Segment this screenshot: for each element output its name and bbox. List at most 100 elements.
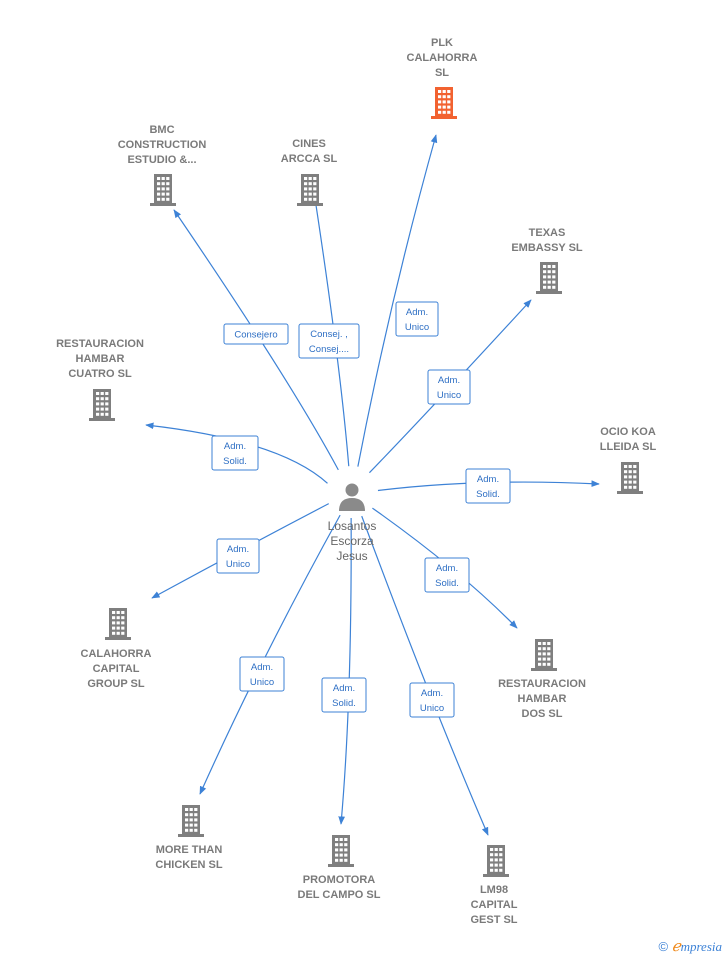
edge-chicken: Adm. Unico <box>199 514 341 795</box>
company-node-rest2[interactable]: RESTAURACION HAMBAR DOS SL <box>498 639 586 720</box>
brand-watermark: © ℯmpresia <box>658 937 722 956</box>
company-node-plk[interactable]: PLK CALAHORRA SL <box>407 37 478 119</box>
company-label: GROUP SL <box>87 678 145 690</box>
edge-rest4: Adm.Solid. <box>145 422 328 484</box>
edge-cines: Consej. , Consej.... <box>298 178 360 467</box>
company-label: RESTAURACION <box>498 678 586 690</box>
company-label: BMC <box>149 124 174 136</box>
edge-label[interactable]: Consej. , Consej.... <box>298 323 360 359</box>
edge-label-text: Adm. <box>438 375 460 386</box>
edge-label[interactable]: Adm.Unico <box>395 301 439 337</box>
company-node-cines[interactable]: CINES ARCCA SL <box>281 138 338 206</box>
edge-label[interactable]: Adm. Unico <box>409 682 455 718</box>
edge-label-text: Unico <box>420 703 444 714</box>
edge-label-text: Adm. <box>251 662 273 673</box>
company-label: CALAHORRA <box>81 648 152 660</box>
company-label: CALAHORRA <box>407 52 478 64</box>
company-label: DOS SL <box>522 708 563 720</box>
person-name: Losantos <box>328 519 377 533</box>
company-node-chicken[interactable]: MORE THAN CHICKEN SL <box>155 805 223 871</box>
edge-label[interactable]: Adm.Unico <box>216 538 260 574</box>
edge-label-box <box>465 468 511 504</box>
company-label: GEST SL <box>470 914 517 926</box>
edge-label-text: Solid. <box>435 578 459 589</box>
building-icon <box>328 835 354 867</box>
company-label: CHICKEN SL <box>155 859 223 871</box>
brand-logo-text: mpresia <box>680 939 722 954</box>
company-label: MORE THAN <box>156 844 223 856</box>
edge-line <box>338 517 352 825</box>
company-node-texas[interactable]: TEXAS EMBASSY SL <box>511 227 583 294</box>
edge-label-text: Adm. <box>224 441 246 452</box>
company-label: CAPITAL <box>93 663 140 675</box>
company-label: CONSTRUCTION <box>118 139 207 151</box>
building-icon <box>483 845 509 877</box>
building-icon <box>89 389 115 421</box>
edge-label[interactable]: Adm.Solid. <box>211 435 259 471</box>
edge-line <box>357 134 438 467</box>
company-label: HAMBAR <box>76 353 125 365</box>
edge-promotora: Adm. Solid. <box>321 517 367 825</box>
building-icon <box>536 262 562 294</box>
edge-label[interactable]: Adm. Solid. <box>321 677 367 713</box>
edge-label[interactable]: Adm. Unico <box>427 369 471 405</box>
edge-line <box>309 178 350 467</box>
edge-line <box>173 209 339 471</box>
company-label: SL <box>435 67 449 79</box>
edge-label-box <box>427 369 471 405</box>
edge-bmc: Consejero <box>173 209 339 471</box>
company-label: LLEIDA SL <box>600 441 657 453</box>
company-label: CINES <box>292 138 326 150</box>
edge-label-text: Unico <box>437 390 461 401</box>
edge-label-box <box>424 557 470 593</box>
edge-label-text: Solid. <box>476 489 500 500</box>
building-icon <box>150 174 176 206</box>
edge-texas: Adm. Unico <box>369 299 532 474</box>
company-label: PLK <box>431 37 453 49</box>
company-label: OCIO KOA <box>600 426 656 438</box>
edge-label-text: Unico <box>226 559 250 570</box>
person-name: Jesus <box>336 549 367 563</box>
edge-label-box <box>216 538 260 574</box>
person-icon <box>339 483 365 511</box>
edge-label[interactable]: Consejero <box>223 323 289 345</box>
company-label: CUATRO SL <box>68 368 132 380</box>
edge-ocio: Adm. Solid. <box>377 468 600 504</box>
building-icon <box>105 608 131 640</box>
edge-label-box <box>409 682 455 718</box>
company-node-ocio[interactable]: OCIO KOA LLEIDA SL <box>600 426 657 494</box>
company-label: ARCCA SL <box>281 153 338 165</box>
edge-label[interactable]: Adm. Unico <box>239 656 285 692</box>
edge-label-box <box>395 301 439 337</box>
building-icon <box>297 174 323 206</box>
nodes-layer: PLK CALAHORRA SL BMC CONSTRUCTION ESTUDIO &..… <box>56 37 656 926</box>
copyright-symbol: © <box>658 939 669 954</box>
edge-label-text: Consej. , <box>310 329 348 340</box>
edge-label[interactable]: Adm. Solid. <box>465 468 511 504</box>
edge-label-text: Adm. <box>421 688 443 699</box>
edge-label-text: Adm. <box>436 563 458 574</box>
company-label: EMBASSY SL <box>511 242 583 254</box>
company-label: HAMBAR <box>518 693 567 705</box>
edge-rest2: Adm. Solid. <box>372 507 518 629</box>
edge-label-text: Consej.... <box>309 344 349 355</box>
edge-label-text: Unico <box>250 677 274 688</box>
edge-label-box <box>298 323 360 359</box>
edge-label-text: Adm. <box>477 474 499 485</box>
edge-label-text: Solid. <box>332 698 356 709</box>
edge-label-box <box>211 435 259 471</box>
company-node-calahorra[interactable]: CALAHORRA CAPITAL GROUP SL <box>81 608 152 690</box>
edge-label[interactable]: Adm. Solid. <box>424 557 470 593</box>
edge-label-text: Consejero <box>234 330 277 341</box>
company-node-bmc[interactable]: BMC CONSTRUCTION ESTUDIO &... <box>118 124 207 206</box>
building-icon <box>178 805 204 837</box>
edge-label-text: Adm. <box>333 683 355 694</box>
company-label: TEXAS <box>529 227 566 239</box>
company-label: ESTUDIO &... <box>127 154 196 166</box>
edge-label-box <box>223 323 289 345</box>
